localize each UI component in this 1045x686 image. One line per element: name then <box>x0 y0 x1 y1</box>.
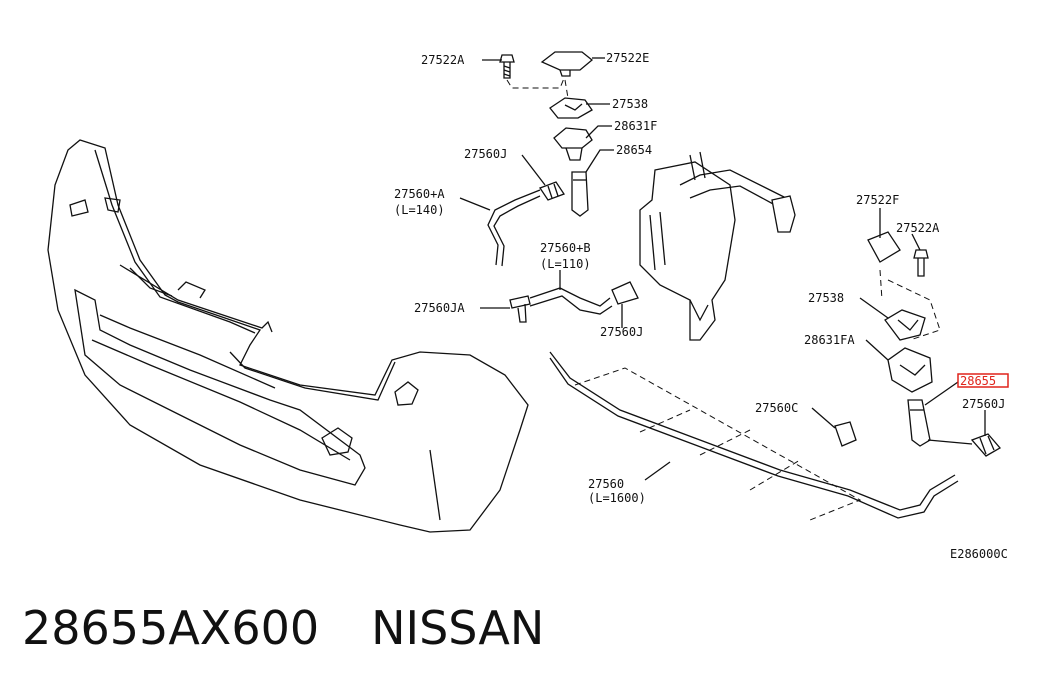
part-number: 28655AX600 <box>22 601 320 655</box>
label-27560C: 27560C <box>755 401 798 415</box>
leader-lines <box>459 57 986 481</box>
long-hose-27560 <box>549 351 959 521</box>
label-27560B: 27560+B <box>540 241 591 255</box>
label-27560: 27560 <box>588 477 624 491</box>
label-27560A: 27560+A <box>394 187 445 201</box>
label-27522F: 27522F <box>856 193 899 207</box>
label-27560J-top: 27560J <box>464 147 507 161</box>
highlight-box-28655 <box>957 373 1009 388</box>
right-nozzle-assembly <box>867 231 1002 457</box>
label-27522A-top: 27522A <box>421 53 465 67</box>
label-27522A-right: 27522A <box>896 221 940 235</box>
part-labels: 27522A 27522E 27538 28631F 28654 27560J … <box>394 51 1009 561</box>
parts-diagram: 27522A 27522E 27538 28631F 28654 27560J … <box>47 51 1009 561</box>
brand-name: NISSAN <box>371 601 545 655</box>
label-28631FA: 28631FA <box>804 333 855 347</box>
middle-hose-assembly <box>509 281 639 323</box>
label-27538-right: 27538 <box>808 291 844 305</box>
label-27538-top: 27538 <box>612 97 648 111</box>
label-27560J-mid: 27560J <box>600 325 643 339</box>
part-caption: 28655AX600 NISSAN <box>22 598 544 658</box>
label-27560A-length: (L=140) <box>394 203 445 217</box>
label-27560J-right: 27560J <box>962 397 1005 411</box>
label-28631F: 28631F <box>614 119 657 133</box>
label-27560JA: 27560JA <box>414 301 465 315</box>
washer-tank <box>639 151 796 341</box>
top-nozzle-assembly <box>487 51 594 267</box>
label-27560-length: (L=1600) <box>588 491 646 505</box>
front-bumper-fascia <box>47 139 529 533</box>
label-28654: 28654 <box>616 143 652 157</box>
label-27522E: 27522E <box>606 51 649 65</box>
label-28655-highlighted[interactable]: 28655 <box>960 374 996 388</box>
diagram-code: E286000C <box>950 547 1008 561</box>
label-27560B-length: (L=110) <box>540 257 591 271</box>
